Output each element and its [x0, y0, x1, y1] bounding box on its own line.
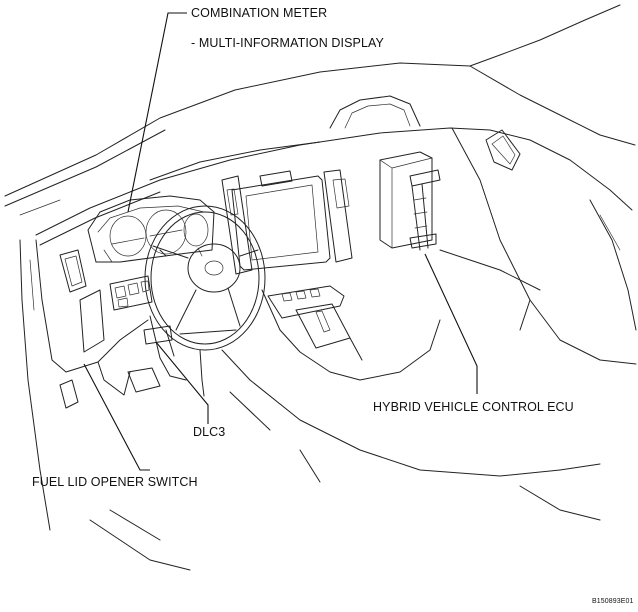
combination-meter-label: COMBINATION METER — [191, 6, 328, 20]
dashboard-top — [35, 95, 633, 246]
right-dash-door — [439, 127, 637, 365]
hybrid-ecu-unit — [379, 151, 441, 251]
right-vent — [485, 129, 521, 171]
figure-code: B150893E01 — [592, 598, 634, 605]
center-console — [261, 285, 441, 381]
hybrid-ecu-label: HYBRID VEHICLE CONTROL ECU — [373, 400, 574, 414]
fuel-lid-switch-label: FUEL LID OPENER SWITCH — [32, 475, 198, 489]
center-display — [221, 169, 353, 275]
steering-column — [143, 249, 205, 397]
dlc3-label: DLC3 — [193, 425, 226, 439]
windshield-outline — [4, 4, 636, 216]
steering-wheel — [144, 205, 266, 351]
multi-info-display-label: - MULTI-INFORMATION DISPLAY — [191, 36, 384, 50]
left-panel — [59, 249, 153, 311]
leader-lines — [83, 12, 478, 471]
hybrid-ecu-leader — [424, 253, 478, 394]
combination-meter-leader — [127, 12, 187, 213]
left-lower-dash — [19, 239, 161, 531]
fuel-lid-leader — [83, 363, 150, 471]
floor-lines — [89, 349, 601, 571]
dlc3-leader — [155, 341, 209, 424]
instrument-cluster — [87, 195, 215, 263]
